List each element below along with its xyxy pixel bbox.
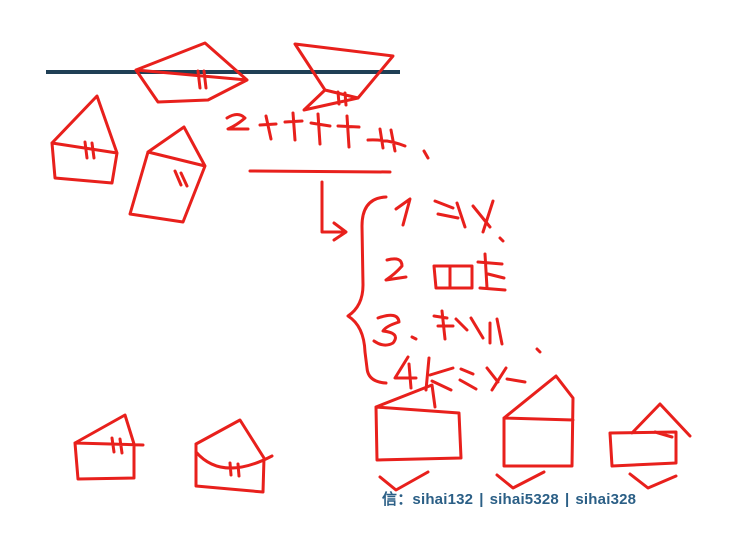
sketch-box-2 [502, 374, 575, 468]
sketch-box-1 [374, 383, 463, 462]
sketch-arrow [320, 180, 348, 242]
footer-id-2: sihai5328 [489, 491, 559, 508]
footer-separator-2: | [564, 491, 570, 508]
list-item-3 [372, 309, 542, 354]
sketch-divider [248, 169, 392, 174]
list-item-4 [393, 355, 527, 392]
sketch-bowl [194, 418, 274, 494]
footer-id-3: sihai328 [575, 491, 637, 508]
footer-separator-1: | [479, 491, 484, 508]
sketch-top-funnel [293, 42, 395, 112]
sketch-brace [346, 195, 388, 385]
list-item-2 [384, 252, 507, 292]
sketch-house-tilted [128, 125, 207, 224]
check-mark-2 [495, 470, 546, 490]
sketch-house-bottom-left [73, 413, 145, 481]
sketch-box-3 [608, 402, 692, 468]
sketch-house-left [50, 94, 119, 185]
footer-prefix: 信： [382, 491, 413, 508]
handwritten-formula [225, 111, 430, 160]
contact-footer: 信：sihai132 | sihai5328 | sihai328 [382, 488, 636, 509]
check-mark-1 [378, 470, 430, 492]
sketch-top-rhombus [134, 41, 249, 104]
footer-id-1: sihai132 [412, 491, 474, 508]
check-mark-3 [628, 472, 678, 490]
list-item-1 [394, 197, 505, 243]
